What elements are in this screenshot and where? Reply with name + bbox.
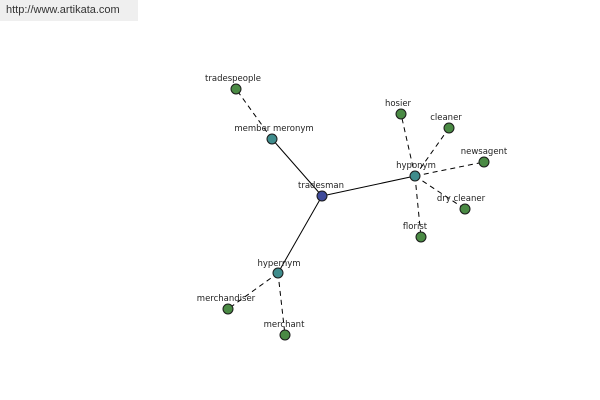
node-hyponym[interactable]	[409, 170, 421, 182]
edge-hyponym-to-florist	[414, 175, 422, 238]
edge-tradesman-to-member-meronym	[271, 138, 323, 197]
node-hosier[interactable]	[395, 108, 407, 120]
edge-hypernym-to-merchandiser	[227, 272, 279, 310]
node-florist[interactable]	[415, 231, 427, 243]
node-label-merchandiser[interactable]: merchandiser	[197, 294, 256, 304]
node-label-merchant[interactable]: merchant	[264, 320, 305, 330]
node-hypernym[interactable]	[272, 267, 284, 279]
node-label-tradespeople[interactable]: tradespeople	[205, 74, 261, 84]
node-label-hosier[interactable]: hosier	[385, 99, 412, 109]
node-label-cleaner[interactable]: cleaner	[430, 113, 462, 123]
node-tradespeople[interactable]	[230, 83, 242, 95]
node-label-dry-cleaner[interactable]: dry cleaner	[437, 194, 486, 204]
node-tradesman[interactable]	[316, 190, 328, 202]
edge-tradesman-to-hypernym	[277, 195, 323, 274]
edge-hyponym-to-newsagent	[414, 161, 485, 177]
node-label-member-meronym[interactable]: member meronym	[234, 124, 313, 134]
graph-edges	[227, 88, 485, 336]
node-merchant[interactable]	[279, 329, 291, 341]
graph-labels: tradesman member meronym hyponym hypernym tr…	[197, 74, 508, 330]
edge-tradesman-to-hyponym	[321, 175, 416, 197]
graph-nodes	[222, 83, 490, 341]
edge-member-meronym-to-tradespeople	[235, 88, 273, 140]
edge-hyponym-to-hosier	[400, 113, 416, 177]
node-label-hypernym[interactable]: hypernym	[257, 259, 300, 269]
node-label-newsagent[interactable]: newsagent	[461, 147, 508, 157]
node-label-hyponym[interactable]: hyponym	[396, 161, 436, 171]
node-label-florist[interactable]: florist	[403, 222, 428, 232]
edge-hyponym-to-dry-cleaner	[414, 175, 466, 210]
source-url[interactable]: http://www.artikata.com	[0, 0, 138, 21]
node-member-meronym[interactable]	[266, 133, 278, 145]
node-dry-cleaner[interactable]	[459, 203, 471, 215]
node-label-tradesman[interactable]: tradesman	[298, 181, 344, 191]
node-merchandiser[interactable]	[222, 303, 234, 315]
edge-hypernym-to-merchant	[277, 272, 286, 336]
node-newsagent[interactable]	[478, 156, 490, 168]
node-cleaner[interactable]	[443, 122, 455, 134]
edge-hyponym-to-cleaner	[414, 127, 450, 177]
